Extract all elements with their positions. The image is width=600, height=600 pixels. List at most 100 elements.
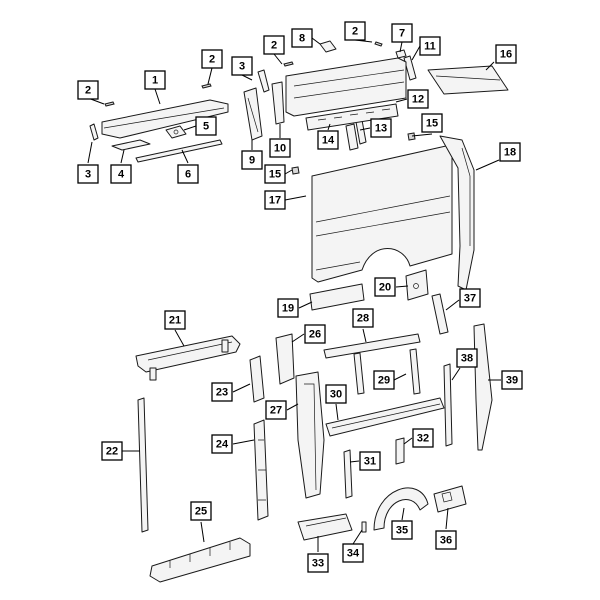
part-20-plate <box>405 269 429 301</box>
callout-number: 2 <box>352 26 358 38</box>
callout-18: 18 <box>499 142 521 162</box>
part-28-upper-rail <box>323 333 421 359</box>
callout-number: 36 <box>440 535 452 547</box>
part-6-rail-strip <box>135 139 223 163</box>
callout-4: 4 <box>110 164 132 184</box>
callout-box <box>307 553 329 573</box>
callout-number: 22 <box>106 446 118 458</box>
callout-box <box>211 382 233 402</box>
part-7-cap <box>395 49 407 59</box>
part-24-pillar <box>253 419 269 521</box>
part-36-bracket <box>433 485 467 513</box>
callout-number: 6 <box>185 169 191 181</box>
callout-9: 9 <box>241 150 263 170</box>
callout-number: 32 <box>417 433 429 445</box>
callout-number: 30 <box>330 389 342 401</box>
callout-box <box>435 530 457 550</box>
callout-number: 4 <box>118 169 125 181</box>
callout-box <box>77 164 99 184</box>
part-5-reinforcement <box>165 125 187 139</box>
callout-20: 20 <box>374 277 396 297</box>
callout-box <box>342 543 364 563</box>
callout-33: 33 <box>307 553 329 573</box>
callout-box <box>164 310 186 330</box>
callout-32: 32 <box>412 428 434 448</box>
callout-number: 11 <box>424 41 436 53</box>
part-21-cross-member <box>135 335 241 381</box>
part-31-post <box>343 449 353 499</box>
callout-box <box>231 56 253 76</box>
part-25-floor-side-rail <box>149 537 251 583</box>
callout-box <box>77 80 99 100</box>
part-17-side-panel <box>311 145 453 283</box>
callout-5: 5 <box>195 116 217 136</box>
callout-37: 37 <box>459 288 481 308</box>
callout-3b: 3 <box>231 56 253 76</box>
callout-box <box>201 49 223 69</box>
callout-number: 20 <box>379 282 391 294</box>
callout-box <box>374 277 396 297</box>
callout-30: 30 <box>325 384 347 404</box>
callout-number: 3 <box>85 169 91 181</box>
callout-box <box>495 44 517 64</box>
callout-number: 1 <box>152 75 158 87</box>
callout-number: 33 <box>312 558 324 570</box>
callout-25: 25 <box>190 501 212 521</box>
callout-box <box>304 324 326 344</box>
callout-box <box>263 35 285 55</box>
callout-1: 1 <box>144 70 166 90</box>
callout-box <box>499 142 521 162</box>
callout-22: 22 <box>101 441 123 461</box>
callout-number: 18 <box>504 147 516 159</box>
callout-number: 19 <box>282 303 294 315</box>
callout-box <box>459 288 481 308</box>
callout-box <box>144 70 166 90</box>
callout-8: 8 <box>291 28 313 48</box>
callout-27: 27 <box>265 400 287 420</box>
part-26-bracket <box>275 333 295 385</box>
callout-box <box>456 348 478 368</box>
part-10-pillar-strip <box>271 81 285 125</box>
callout-box <box>359 451 381 471</box>
callout-2c: 2 <box>263 35 285 55</box>
part-19-lower-panel <box>309 283 365 311</box>
callout-11: 11 <box>419 36 441 56</box>
callout-number: 35 <box>396 525 408 537</box>
callout-number: 16 <box>500 49 512 61</box>
part-8-clip <box>319 40 337 53</box>
callout-19: 19 <box>277 298 299 318</box>
callout-box <box>421 113 443 133</box>
part-39-post <box>473 323 493 451</box>
part-11-pillar-cap <box>403 55 417 81</box>
callout-number: 28 <box>357 313 369 325</box>
part-23-bracket <box>249 355 265 403</box>
callout-box <box>501 370 523 390</box>
part-15-clips <box>291 132 416 175</box>
callout-15a: 15 <box>264 164 286 184</box>
part-37-post <box>431 293 449 335</box>
callout-box <box>352 308 374 328</box>
part-32-plate <box>395 437 405 465</box>
callout-number: 26 <box>309 329 321 341</box>
callout-13: 13 <box>370 118 392 138</box>
callout-box <box>241 150 263 170</box>
part-drawings <box>89 40 509 583</box>
callout-number: 24 <box>216 439 229 451</box>
part-3-bracket <box>89 69 270 141</box>
callout-39: 39 <box>501 370 523 390</box>
callout-number: 15 <box>269 169 281 181</box>
part-27-b-pillar-lower <box>295 371 325 499</box>
part-9-pillar <box>243 87 263 141</box>
callout-number: 27 <box>270 405 282 417</box>
callout-21: 21 <box>164 310 186 330</box>
part-35-wheel-house <box>373 487 429 531</box>
part-34-tab <box>361 521 367 533</box>
callout-17: 17 <box>264 190 286 210</box>
callout-12: 12 <box>407 89 429 109</box>
part-16-rear-roof-rail <box>427 65 509 95</box>
callout-number: 23 <box>216 387 228 399</box>
callout-2a: 2 <box>77 80 99 100</box>
callout-box <box>110 164 132 184</box>
callout-2d: 2 <box>344 21 366 41</box>
callout-box <box>419 36 441 56</box>
